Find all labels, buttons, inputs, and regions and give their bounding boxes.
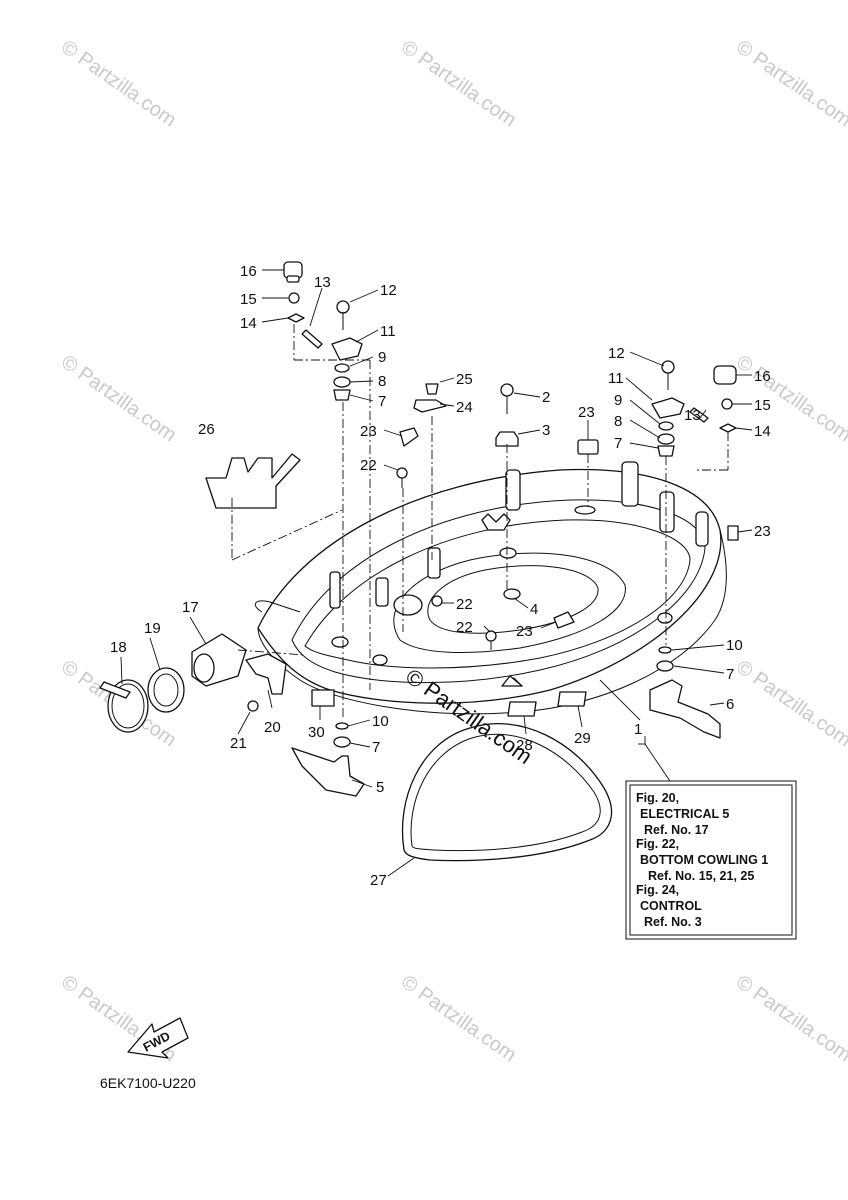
callout-12: 12 [608, 345, 625, 362]
watermark: © Partzilla.com [57, 36, 180, 131]
callout-10: 10 [726, 637, 743, 654]
watermark: © Partzilla.com [732, 971, 848, 1066]
ref-line: Ref. No. 3 [644, 915, 702, 929]
callout-13: 13 [314, 274, 331, 291]
callout-28: 28 [516, 737, 533, 754]
callout-22: 22 [456, 596, 473, 613]
callout-5: 5 [376, 779, 384, 796]
callout-3: 3 [542, 422, 550, 439]
ref-line: Ref. No. 17 [644, 823, 709, 837]
callout-16: 16 [240, 263, 257, 280]
callout-19: 19 [144, 620, 161, 637]
callout-22: 22 [360, 457, 377, 474]
callout-21: 21 [230, 735, 247, 752]
leader-lines [120, 269, 753, 877]
alignment-lines [231, 324, 729, 720]
right-parts [649, 360, 737, 739]
callout-7: 7 [372, 739, 380, 756]
callout-23: 23 [516, 623, 533, 640]
callout-10: 10 [372, 713, 389, 730]
watermark: © Partzilla.com [732, 36, 848, 131]
callout-22: 22 [456, 619, 473, 636]
callout-8: 8 [614, 413, 622, 430]
callout-27: 27 [370, 872, 387, 889]
ref-line: Fig. 22, [636, 837, 679, 851]
watermark: © Partzilla.com [732, 351, 848, 446]
callout-labels: 16 15 14 13 12 11 9 8 7 26 25 24 23 22 2… [110, 263, 771, 889]
ref-line: ELECTRICAL 5 [640, 807, 729, 821]
callout-14: 14 [240, 315, 257, 332]
callout-23: 23 [754, 523, 771, 540]
callout-7: 7 [726, 666, 734, 683]
callout-15: 15 [240, 291, 257, 308]
watermark: © Partzilla.com [397, 971, 520, 1066]
callout-9: 9 [614, 392, 622, 409]
callout-18: 18 [110, 639, 127, 656]
diagram-code: 6EK7100-U220 [100, 1075, 196, 1091]
ref-line: BOTTOM COWLING 1 [640, 853, 768, 867]
callout-2: 2 [542, 389, 550, 406]
callout-17: 17 [182, 599, 199, 616]
callout-15: 15 [754, 397, 771, 414]
ref-line: Fig. 24, [636, 883, 679, 897]
ref-line: Ref. No. 15, 21, 25 [648, 869, 754, 883]
callout-9: 9 [378, 349, 386, 366]
lower-left-parts [99, 633, 672, 797]
watermark: © Partzilla.com [732, 656, 848, 751]
callout-8: 8 [378, 373, 386, 390]
callout-6: 6 [726, 696, 734, 713]
callout-11: 11 [380, 323, 396, 340]
callout-12: 12 [380, 282, 397, 299]
bottom-cowling [254, 461, 727, 715]
callout-16: 16 [754, 368, 771, 385]
callout-24: 24 [456, 399, 473, 416]
callout-13: 13 [684, 407, 701, 424]
cross-reference-box: Fig. 20, ELECTRICAL 5 Ref. No. 17 Fig. 2… [625, 780, 797, 940]
callout-7: 7 [378, 393, 386, 410]
left-parts [205, 261, 739, 650]
ref-line: Fig. 20, [636, 791, 679, 805]
callout-25: 25 [456, 371, 473, 388]
callout-26: 26 [198, 421, 215, 438]
callout-20: 20 [264, 719, 281, 736]
rubber-seal [401, 723, 613, 862]
callout-7: 7 [614, 435, 622, 452]
callout-11: 11 [608, 370, 624, 387]
callout-1: 1 [634, 721, 642, 738]
watermark: © Partzilla.com [397, 36, 520, 131]
callout-29: 29 [574, 730, 591, 747]
callout-4: 4 [530, 601, 538, 618]
ref-line: CONTROL [640, 899, 702, 913]
callout-23: 23 [578, 404, 595, 421]
watermark: © Partzilla.com [57, 351, 180, 446]
callout-14: 14 [754, 423, 771, 440]
callout-23: 23 [360, 423, 377, 440]
callout-30: 30 [308, 724, 325, 741]
